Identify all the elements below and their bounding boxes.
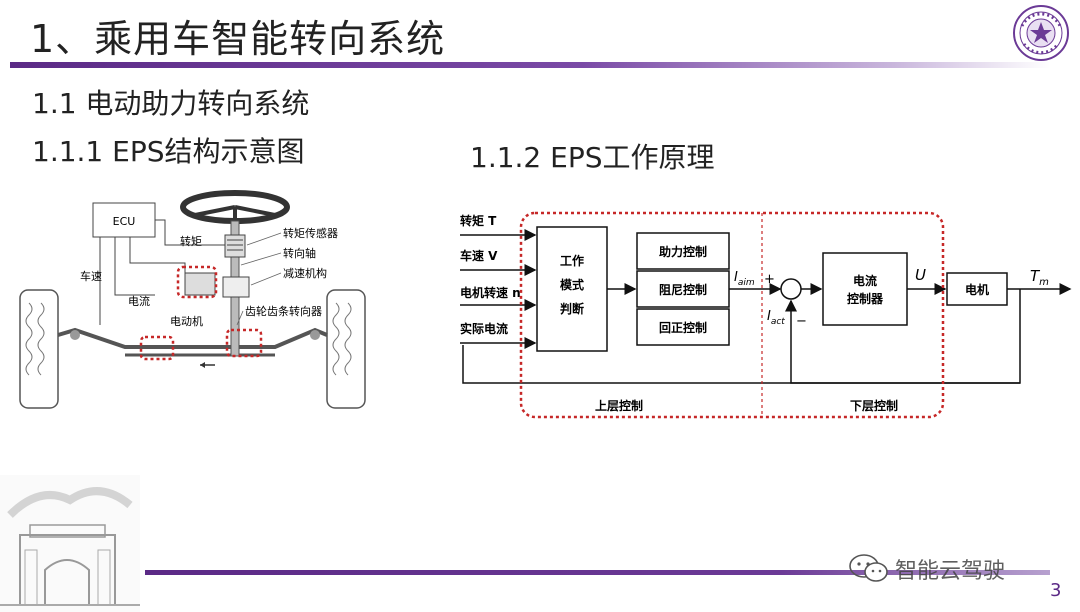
motor-label: 电机: [965, 282, 989, 297]
input-actual-current: 实际电流: [460, 321, 508, 336]
subheading-principle: 1.1.2 EPS工作原理: [470, 141, 715, 174]
label-speed: 车速: [80, 269, 102, 283]
eps-structure-diagram: ECU 转矩 转矩传感器 转向轴 减速机构 齿轮齿条转向器 电动机 车速 电流: [19, 190, 366, 409]
footer-divider: [145, 570, 1050, 575]
i-aim-label: Iaim: [734, 270, 755, 288]
return-control-block: 回正控制: [659, 320, 707, 335]
label-torque: 转矩: [180, 234, 202, 248]
slide-title: 1、乘用车智能转向系统: [30, 17, 446, 61]
label-rack-gear: 齿轮齿条转向器: [245, 304, 322, 318]
label-steering-shaft: 转向轴: [283, 246, 316, 260]
mode-line-3: 判断: [560, 301, 584, 316]
label-motor: 电动机: [170, 314, 203, 328]
right-wheel: [326, 289, 366, 409]
mode-line-1: 工作: [560, 253, 584, 268]
plus-sign: +: [764, 272, 775, 287]
input-torque: 转矩 T: [460, 213, 497, 228]
mode-line-2: 模式: [560, 277, 584, 292]
tm-label: Tm: [1030, 267, 1049, 288]
page-number: 3: [1050, 580, 1062, 601]
campus-gate-sketch: [0, 475, 140, 612]
university-seal-logo: [1013, 5, 1069, 61]
u-label: U: [915, 266, 926, 284]
mode-decision-block: [536, 226, 608, 352]
title-divider: [10, 62, 1050, 68]
assist-control-block: 助力控制: [659, 244, 707, 259]
input-motor-speed: 电机转速 n: [460, 285, 521, 300]
minus-sign: −: [796, 314, 807, 329]
label-torque-sensor: 转矩传感器: [283, 226, 338, 240]
summing-junction: [780, 278, 802, 300]
upper-control-label: 上层控制: [595, 398, 643, 413]
current-controller-block: [822, 252, 908, 326]
controller-line-1: 电流: [853, 273, 877, 288]
label-reducer: 减速机构: [283, 266, 327, 280]
left-wheel: [19, 289, 59, 409]
subheading-structure: 1.1.1 EPS结构示意图: [32, 135, 305, 168]
input-speed: 车速 V: [460, 248, 498, 263]
ecu-block: [92, 202, 156, 238]
watermark-text: 智能云驾驶: [895, 559, 1006, 584]
damping-control-block: 阻尼控制: [659, 282, 707, 297]
controller-line-2: 控制器: [847, 291, 884, 306]
ecu-label: ECU: [113, 215, 136, 228]
eps-control-diagram: 转矩 T 车速 V 电机转速 n 实际电流 工作 模式 判断 助力控制 阻尼控制…: [460, 211, 1072, 419]
i-act-label: Iact: [767, 309, 785, 327]
lower-control-label: 下层控制: [850, 398, 898, 413]
wechat-icon: [849, 554, 888, 582]
section-heading: 1.1 电动助力转向系统: [32, 87, 310, 120]
label-current: 电流: [128, 294, 150, 308]
